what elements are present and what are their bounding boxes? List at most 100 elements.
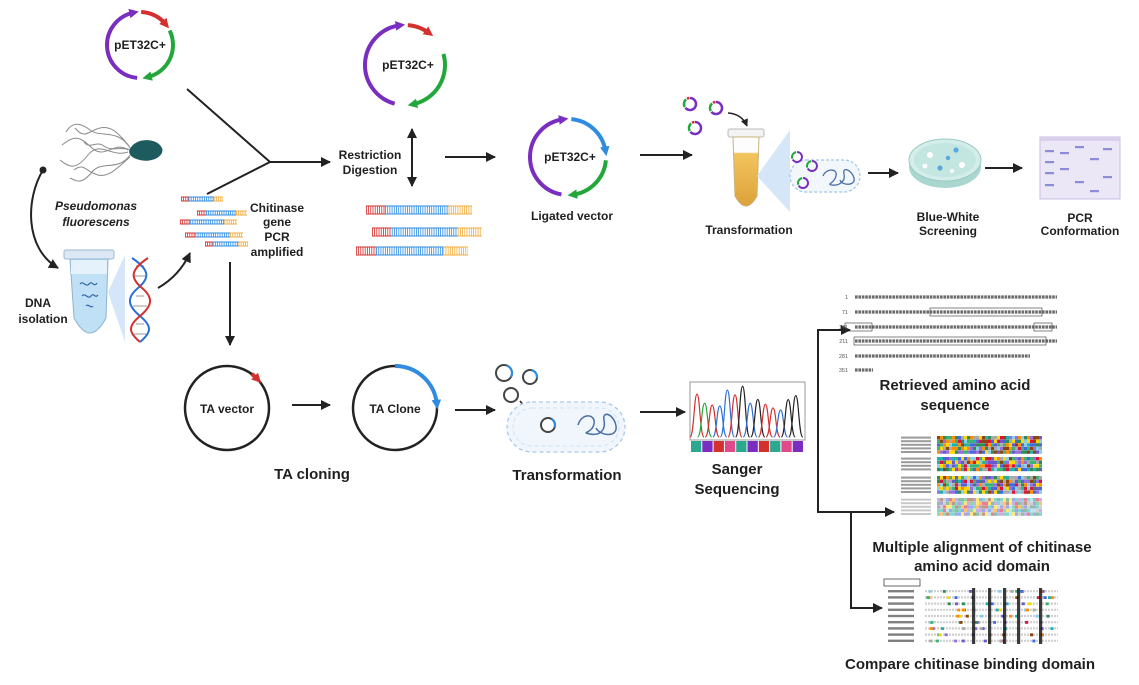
binding-residue	[980, 614, 983, 618]
alignment-cell	[1006, 460, 1009, 464]
alignment-cell	[1018, 464, 1021, 468]
alignment-cell	[1030, 486, 1033, 491]
alignment-cell	[1012, 439, 1015, 443]
alignment-cell	[967, 490, 970, 494]
alignment-cell	[940, 512, 943, 516]
alignment-cell	[1027, 490, 1030, 494]
alignment-cell	[994, 490, 997, 494]
alignment-cell	[1036, 464, 1039, 468]
alignment-cell	[937, 490, 940, 494]
alignment-cell	[991, 467, 994, 472]
plasmid-arc	[687, 122, 693, 132]
alignment-cell	[997, 457, 1000, 461]
alignment-cell	[1033, 505, 1036, 509]
binding-residue	[928, 590, 932, 593]
base-call-box	[792, 441, 803, 452]
alignment-cell	[967, 486, 970, 491]
binding-residue	[954, 602, 958, 606]
plasmid-arc	[708, 102, 714, 112]
alignment-cell	[1003, 505, 1006, 509]
alignment-cell	[967, 505, 970, 509]
alignment-cell	[1000, 512, 1003, 516]
sequence-row-number: 141	[839, 325, 848, 331]
alignment-cell	[973, 457, 976, 461]
alignment-sequence-name	[901, 487, 931, 490]
alignment-cell	[955, 508, 958, 513]
alignment-cell	[988, 505, 991, 509]
pcr-label-line1: Chitinase	[250, 201, 304, 215]
alignment-cell	[1018, 483, 1021, 487]
gel-band	[1090, 158, 1099, 161]
alignment-cell	[1015, 467, 1018, 472]
binding-sequence-name	[888, 608, 914, 611]
binding-residue	[974, 621, 978, 624]
alignment-cell	[1033, 467, 1036, 472]
alignment-cell	[961, 443, 964, 447]
dna-isolation-label-line2: isolation	[18, 312, 67, 326]
dna-fragment	[185, 232, 243, 238]
plasmid-arc	[530, 369, 539, 379]
alignment-cell	[1027, 505, 1030, 509]
alignment-cell	[949, 508, 952, 513]
alignment-cell	[988, 443, 991, 447]
alignment-cell	[970, 501, 973, 505]
alignment-cell	[1003, 508, 1006, 513]
alignment-cell	[1000, 498, 1003, 502]
alignment-cell	[967, 467, 970, 472]
alignment-cell	[1006, 479, 1009, 483]
alignment-cell	[943, 501, 946, 505]
plasmid-arc	[142, 29, 175, 81]
alignment-cell	[1024, 508, 1027, 513]
alignment-cell	[973, 490, 976, 494]
binding-residue	[998, 608, 1002, 612]
alignment-cell	[1039, 439, 1042, 443]
bacterium-illustration	[59, 123, 163, 182]
alignment-cell	[1027, 446, 1030, 451]
alignment-cell	[967, 476, 970, 480]
alignment-cell	[1039, 486, 1042, 491]
alignment-cell	[952, 490, 955, 494]
plasmid-arc	[250, 372, 262, 383]
alignment-cell	[949, 505, 952, 509]
alignment-cell	[955, 512, 958, 516]
alignment-cell	[970, 443, 973, 447]
alignment-cell	[952, 450, 955, 454]
alignment-cell	[1000, 501, 1003, 505]
alignment-cell	[997, 467, 1000, 472]
gel-band	[1075, 146, 1084, 149]
alignment-cell	[994, 486, 997, 491]
alignment-cell	[1027, 439, 1030, 443]
base-call-box	[736, 441, 747, 452]
line-pcr-to-junction	[206, 161, 271, 195]
retrieved-sequence-panel: 1 71 141 211 281 351	[839, 295, 1057, 374]
alignment-cell	[946, 464, 949, 468]
alignment-cell	[1033, 457, 1036, 461]
alignment-cell	[1030, 498, 1033, 502]
alignment-cell	[955, 498, 958, 502]
alignment-cell	[1003, 446, 1006, 451]
alignment-cell	[976, 501, 979, 505]
alignment-cell	[1036, 505, 1039, 509]
binding-residue	[962, 627, 966, 630]
alignment-cell	[940, 460, 943, 464]
alignment-cell	[949, 501, 952, 505]
binding-residue	[976, 621, 980, 624]
alignment-cell	[1000, 450, 1003, 454]
alignment-cell	[964, 512, 967, 516]
alignment-cell	[988, 467, 991, 472]
arrow-to-binding-domain	[850, 512, 883, 613]
plasmid-arc	[797, 177, 809, 189]
alignment-cell	[976, 464, 979, 468]
alignment-cell	[1039, 443, 1042, 447]
alignment-cell	[937, 457, 940, 461]
alignment-cell	[952, 464, 955, 468]
alignment-sequence-name	[901, 476, 931, 479]
alignment-cell	[985, 498, 988, 502]
alignment-cell	[1036, 446, 1039, 451]
alignment-cell	[955, 443, 958, 447]
alignment-cell	[979, 450, 982, 454]
alignment-cell	[985, 479, 988, 483]
alignment-cell	[1036, 512, 1039, 516]
base-call-box	[747, 441, 758, 452]
binding-residue	[1020, 590, 1024, 593]
